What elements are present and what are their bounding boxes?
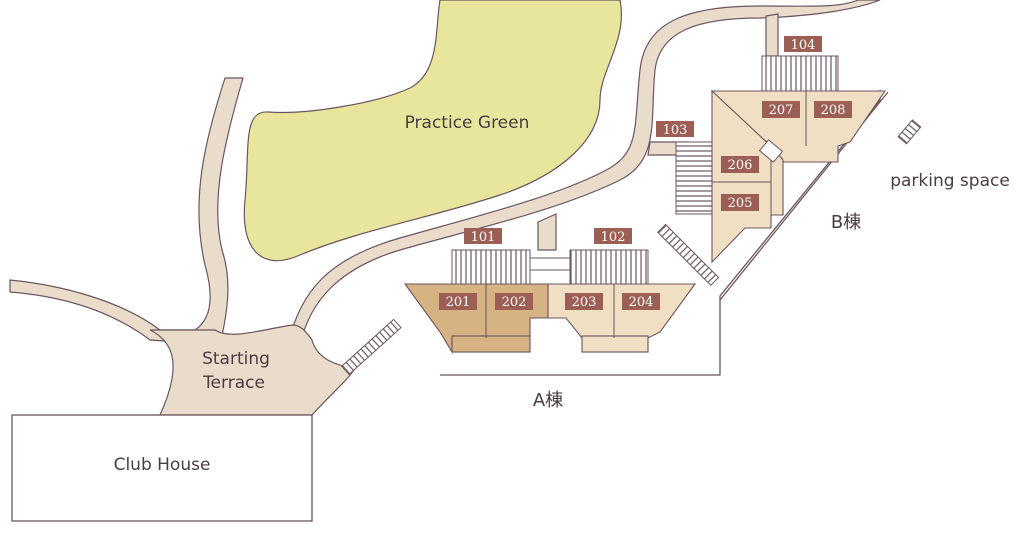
svg-text:204: 204	[629, 295, 654, 310]
parking-space-label: parking space	[890, 171, 1010, 191]
building-b-label: B棟	[831, 212, 861, 233]
stairs-a-building	[657, 223, 720, 286]
unit-203-lower	[581, 335, 649, 353]
practice-green-label: Practice Green	[405, 113, 530, 133]
stairs-parking	[897, 119, 922, 145]
svg-text:104: 104	[791, 38, 816, 53]
room-101[interactable]: 101	[464, 228, 502, 245]
room-203[interactable]: 203	[565, 293, 603, 310]
room-104[interactable]: 104	[784, 36, 822, 53]
building-a-label: A棟	[533, 390, 563, 411]
room-103[interactable]: 103	[656, 121, 694, 138]
room-201[interactable]: 201	[439, 293, 477, 310]
starting-terrace-area	[149, 324, 356, 416]
main-walkway	[287, 0, 881, 346]
deck-101	[451, 249, 531, 285]
left-trail	[9, 77, 244, 346]
club-house-label: Club House	[114, 455, 211, 475]
practice-green	[243, 0, 622, 262]
room-202[interactable]: 202	[495, 293, 533, 310]
walkway-104	[765, 13, 779, 57]
svg-text:208: 208	[821, 103, 846, 118]
room-205[interactable]: 205	[721, 194, 759, 211]
svg-text:207: 207	[769, 103, 794, 118]
deck-104	[761, 55, 839, 92]
svg-text:206: 206	[728, 158, 753, 173]
unit-203-204	[547, 283, 697, 339]
room-206[interactable]: 206	[721, 156, 759, 173]
svg-text:103: 103	[663, 123, 688, 138]
room-204[interactable]: 204	[622, 293, 660, 310]
svg-text:205: 205	[728, 196, 753, 211]
room-labels: 101 102 103 104 201 202 203 204 205 206 …	[439, 36, 852, 310]
room-102[interactable]: 102	[594, 228, 632, 245]
starting-terrace-label-1: Starting	[202, 349, 270, 369]
club-house[interactable]	[11, 414, 313, 522]
deck-103	[675, 141, 713, 215]
starting-terrace-label-2: Terrace	[202, 373, 265, 393]
room-208[interactable]: 208	[814, 101, 852, 118]
svg-text:202: 202	[502, 295, 527, 310]
unit-202-lower	[451, 335, 531, 353]
room-207[interactable]: 207	[762, 101, 800, 118]
stairs-terrace	[340, 318, 402, 376]
svg-text:102: 102	[601, 230, 626, 245]
walkway-a	[537, 213, 557, 251]
svg-text:201: 201	[446, 295, 471, 310]
connector-a	[529, 257, 571, 271]
svg-text:101: 101	[471, 230, 496, 245]
walkways	[9, 0, 881, 416]
deck-102	[569, 249, 649, 285]
svg-text:203: 203	[572, 295, 597, 310]
